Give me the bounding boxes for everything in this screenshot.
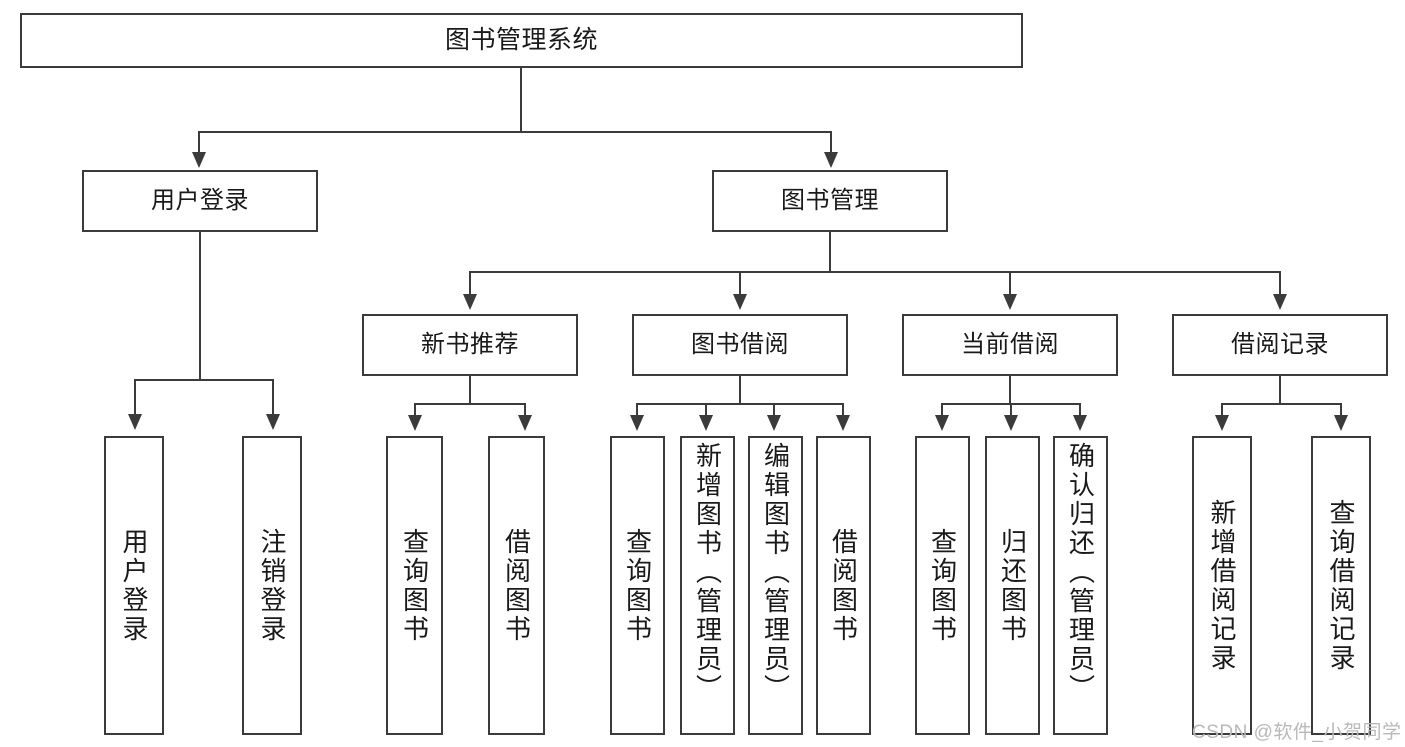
arrowhead-bb-query-book [630, 415, 644, 431]
leaf-bb-edit-book[interactable]: 编辑图书（管理员） [748, 436, 803, 735]
arrowhead-book-borrow [733, 294, 747, 310]
connector-br-child-1 [1221, 403, 1223, 416]
node-label: 查询借阅记录 [1326, 498, 1356, 673]
node-label: 注销登录 [257, 527, 287, 644]
connector-cb-child-2 [1010, 403, 1012, 416]
connector-book-mgmt-stem [829, 232, 831, 271]
arrowhead-bb-edit-book [767, 415, 781, 431]
connector-borrow-record-bus [1221, 403, 1340, 405]
connector-bb-child-2 [705, 403, 707, 416]
node-label: 查询图书 [622, 527, 653, 644]
connector-new-book-bus [414, 403, 524, 405]
watermark-text: CSDN @软件_小贺同学 [1192, 722, 1402, 743]
leaf-br-add-record[interactable]: 新增借阅记录 [1192, 436, 1252, 735]
arrowhead-cb-query-book [935, 415, 949, 431]
arrowhead-leaf-logout [266, 414, 280, 430]
connector-current-borrow-stem [1009, 376, 1011, 403]
leaf-cb-confirm-return[interactable]: 确认归还（管理员） [1053, 436, 1108, 735]
arrowhead-user-login [192, 152, 206, 168]
connector-book-borrow-bus [636, 403, 844, 405]
node-label: 图书管理系统 [444, 25, 598, 54]
arrowhead-bb-borrow-book [836, 415, 850, 431]
arrowhead-br-query-record [1334, 415, 1348, 431]
node-label: 确认归还（管理员） [1065, 442, 1096, 703]
node-root-system[interactable]: 图书管理系统 [20, 13, 1023, 68]
leaf-cb-return-book[interactable]: 归还图书 [985, 436, 1040, 735]
node-label: 借阅图书 [828, 527, 859, 644]
connector-bb-child-1 [636, 403, 638, 416]
node-label: 新增图书（管理员） [692, 442, 723, 703]
node-label: 查询图书 [399, 527, 430, 644]
connector-new-book-stem [469, 376, 471, 403]
connector-to-user-login [198, 131, 200, 153]
leaf-logout[interactable]: 注销登录 [242, 436, 302, 735]
node-borrow-record[interactable]: 借阅记录 [1172, 314, 1388, 376]
connector-book-mgmt-bus [469, 271, 1281, 273]
node-label: 查询图书 [927, 527, 958, 644]
node-label: 归还图书 [997, 527, 1028, 644]
connector-new-book-child-1 [414, 403, 416, 416]
node-label: 图书管理 [781, 186, 879, 214]
node-user-login[interactable]: 用户登录 [82, 170, 318, 232]
node-label: 借阅图书 [501, 527, 532, 644]
arrowhead-br-add-record [1215, 415, 1229, 431]
arrowhead-leaf-user-login [128, 414, 142, 430]
connector-to-new-book [469, 271, 471, 295]
connector-new-book-child-2 [524, 403, 526, 416]
connector-to-book-mgmt [830, 131, 832, 153]
connector-user-login-stem [199, 232, 201, 379]
leaf-cb-query-book[interactable]: 查询图书 [915, 436, 970, 735]
connector-root-bus [198, 131, 832, 133]
leaf-user-login[interactable]: 用户登录 [104, 436, 164, 735]
node-label: 新书推荐 [421, 330, 519, 358]
leaf-bb-borrow-book[interactable]: 借阅图书 [816, 436, 871, 735]
node-label: 借阅记录 [1231, 330, 1329, 358]
node-book-borrow[interactable]: 图书借阅 [632, 314, 848, 376]
connector-user-login-child-2 [272, 379, 274, 415]
node-label: 用户登录 [119, 527, 149, 644]
arrowhead-nb-query-book [408, 415, 422, 431]
node-label: 图书借阅 [691, 330, 789, 358]
connector-user-login-bus [134, 379, 272, 381]
node-label: 编辑图书（管理员） [760, 442, 791, 703]
arrowhead-bb-add-book [699, 415, 713, 431]
connector-cb-child-1 [941, 403, 943, 416]
connector-to-current-borrow [1009, 271, 1011, 295]
leaf-nb-query-book[interactable]: 查询图书 [386, 436, 443, 735]
connector-to-book-borrow [739, 271, 741, 295]
node-book-management[interactable]: 图书管理 [712, 170, 948, 232]
arrowhead-nb-borrow-book [518, 415, 532, 431]
arrowhead-new-book [463, 294, 477, 310]
arrowhead-current-borrow [1003, 294, 1017, 310]
connector-to-borrow-record [1279, 271, 1281, 295]
leaf-br-query-record[interactable]: 查询借阅记录 [1311, 436, 1371, 735]
arrowhead-cb-return-book [1004, 415, 1018, 431]
node-new-book-recommend[interactable]: 新书推荐 [362, 314, 578, 376]
connector-bb-child-3 [773, 403, 775, 416]
connector-root-stem [520, 68, 522, 131]
node-current-borrow[interactable]: 当前借阅 [902, 314, 1118, 376]
connector-book-borrow-stem [739, 376, 741, 403]
connector-cb-child-3 [1079, 403, 1081, 416]
leaf-nb-borrow-book[interactable]: 借阅图书 [488, 436, 545, 735]
leaf-bb-add-book[interactable]: 新增图书（管理员） [680, 436, 735, 735]
leaf-bb-query-book[interactable]: 查询图书 [610, 436, 665, 735]
node-label: 新增借阅记录 [1207, 498, 1237, 673]
connector-borrow-record-stem [1279, 376, 1281, 403]
connector-br-child-2 [1340, 403, 1342, 416]
connector-user-login-child-1 [134, 379, 136, 415]
node-label: 当前借阅 [961, 330, 1059, 358]
arrowhead-borrow-record [1273, 294, 1287, 310]
node-label: 用户登录 [151, 186, 249, 214]
connector-bb-child-4 [842, 403, 844, 416]
arrowhead-book-mgmt [824, 152, 838, 168]
arrowhead-cb-confirm-return [1073, 415, 1087, 431]
